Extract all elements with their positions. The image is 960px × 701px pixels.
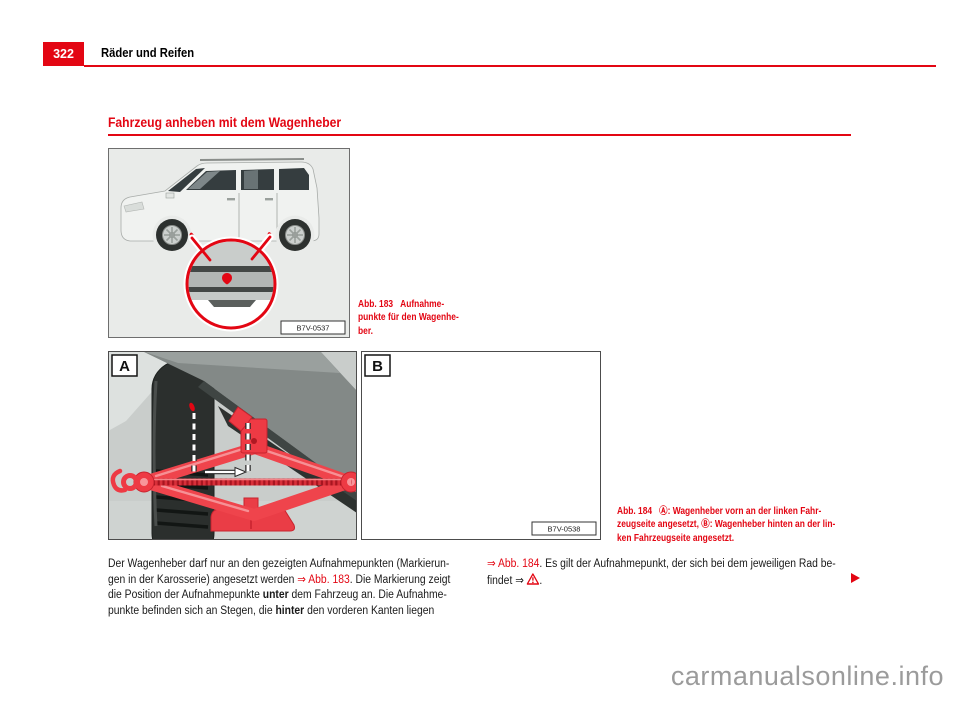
crossref-abb-184[interactable]: ⇒ Abb. 184 xyxy=(487,558,540,570)
figure-code-box xyxy=(280,320,346,335)
section-rule xyxy=(108,134,851,136)
figure-184-image: A B B7V-0538 xyxy=(108,351,601,540)
page-number-badge: 322 xyxy=(43,42,84,66)
warning-triangle-icon xyxy=(526,572,540,585)
side-window-rear xyxy=(279,168,309,190)
panel-a-label-box xyxy=(111,354,138,377)
front-wheel xyxy=(156,219,188,251)
jack-point-rib xyxy=(208,300,256,307)
figure-183-code: B7V-0537 xyxy=(297,324,330,333)
section-title: Fahrzeug anheben mit dem Wagenheber xyxy=(108,115,342,130)
panel-a-label: A xyxy=(119,358,130,375)
figure-184-caption: Abb. 184 Ⓐ: Wagenheber vorn an der linke… xyxy=(617,506,836,544)
headlight xyxy=(123,201,145,213)
windshield xyxy=(168,168,205,192)
panel-b xyxy=(352,351,601,540)
figure-184-code: B7V-0538 xyxy=(548,525,581,534)
page-number: 322 xyxy=(53,47,74,61)
chapter-title: Räder und Reifen xyxy=(101,46,195,60)
side-mirror xyxy=(165,192,175,199)
figure-code-box xyxy=(531,521,597,536)
body-paragraph-right: ⇒ Abb. 184. Es gilt der Aufnahmepunkt, d… xyxy=(487,558,836,587)
panel-b-label-box xyxy=(364,354,391,377)
roof-rail xyxy=(199,158,305,161)
rear-wheel xyxy=(279,219,311,251)
watermark: carmanualsonline.info xyxy=(670,661,944,691)
page-continuation-arrow-icon xyxy=(851,573,860,583)
panel-a xyxy=(108,351,361,540)
magnifier-callout xyxy=(183,233,279,332)
figure-183-caption: Abb. 183 Aufnahme- punkte für den Wagenh… xyxy=(358,299,459,337)
figure-183-image: B7V-0537 xyxy=(108,148,350,338)
body-paragraph-left: Der Wagenheber darf nur an den gezeigten… xyxy=(108,558,451,617)
side-window-middle xyxy=(241,169,274,190)
jack-point-marker-icon xyxy=(222,273,232,285)
panel-b-label: B xyxy=(372,358,383,375)
header-rule xyxy=(84,65,936,67)
crossref-abb-183[interactable]: ⇒ Abb. 183 xyxy=(297,573,350,586)
